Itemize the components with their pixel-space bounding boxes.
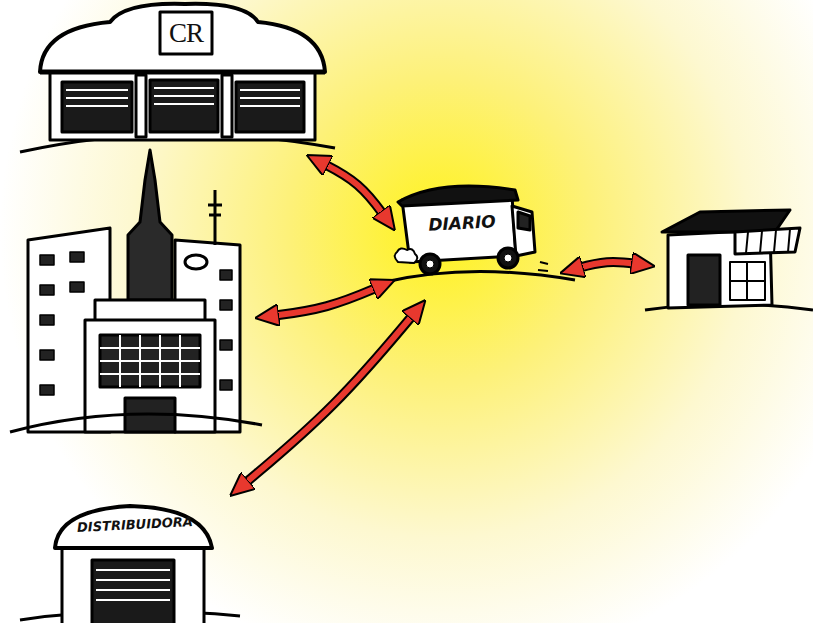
double-arrow (269, 285, 382, 316)
sign-text: CR (160, 12, 212, 54)
cab-window (518, 212, 530, 230)
shop-building (655, 205, 805, 310)
distributor-building: DISTRIBUIDORA (40, 495, 230, 623)
arrow-shaft (573, 262, 641, 269)
distributor-drawing (20, 506, 240, 623)
distributor-door (92, 560, 174, 623)
delivery-truck: DIARIO (395, 180, 560, 300)
shutter-lines (66, 88, 300, 106)
ground-line (10, 414, 262, 432)
roof-band (40, 70, 325, 75)
dust-puff (395, 248, 418, 263)
awning-stripes (746, 229, 790, 253)
spire-tower (128, 150, 172, 300)
column (222, 75, 232, 137)
arrow-shaft (269, 285, 382, 316)
truck-cover (398, 186, 518, 206)
window-grid (100, 335, 200, 387)
city-drawing (10, 150, 262, 432)
shop-awning (735, 228, 800, 254)
mall-building: CR (30, 0, 340, 155)
truck-drawing (385, 186, 575, 282)
column (136, 75, 146, 137)
tower-windows (40, 252, 84, 395)
grid-lines (100, 335, 200, 387)
shutter-lines (96, 570, 170, 600)
truck-text: DIARIO (406, 209, 517, 237)
satellite-dish (185, 255, 207, 269)
arrow-outline (269, 285, 382, 316)
antenna (208, 190, 222, 245)
shop-door (688, 255, 720, 305)
city-buildings (15, 150, 255, 440)
ground-line (385, 271, 575, 282)
wheel (420, 254, 440, 274)
arrow-outline (241, 311, 417, 487)
arrow-shaft (241, 311, 417, 487)
double-arrow (241, 311, 417, 487)
wheel (498, 248, 518, 268)
truck-cab (512, 206, 535, 256)
mall-sign (160, 12, 212, 54)
arrow-shaft (319, 161, 387, 219)
motion-lines (538, 262, 548, 271)
distributor-body (62, 540, 204, 623)
sign-text: DISTRIBUIDORA (45, 510, 226, 539)
double-arrow (319, 161, 387, 219)
arrow-outline (573, 262, 641, 269)
mall-roof (40, 4, 325, 72)
double-arrow (573, 262, 641, 269)
shop-window (730, 262, 765, 300)
mall-body (50, 65, 315, 140)
hub (426, 260, 434, 268)
mall-drawing (20, 4, 335, 152)
shop-drawing (645, 210, 813, 310)
arrow-outline (319, 161, 387, 219)
tower-windows (220, 270, 232, 390)
hub (504, 254, 512, 262)
